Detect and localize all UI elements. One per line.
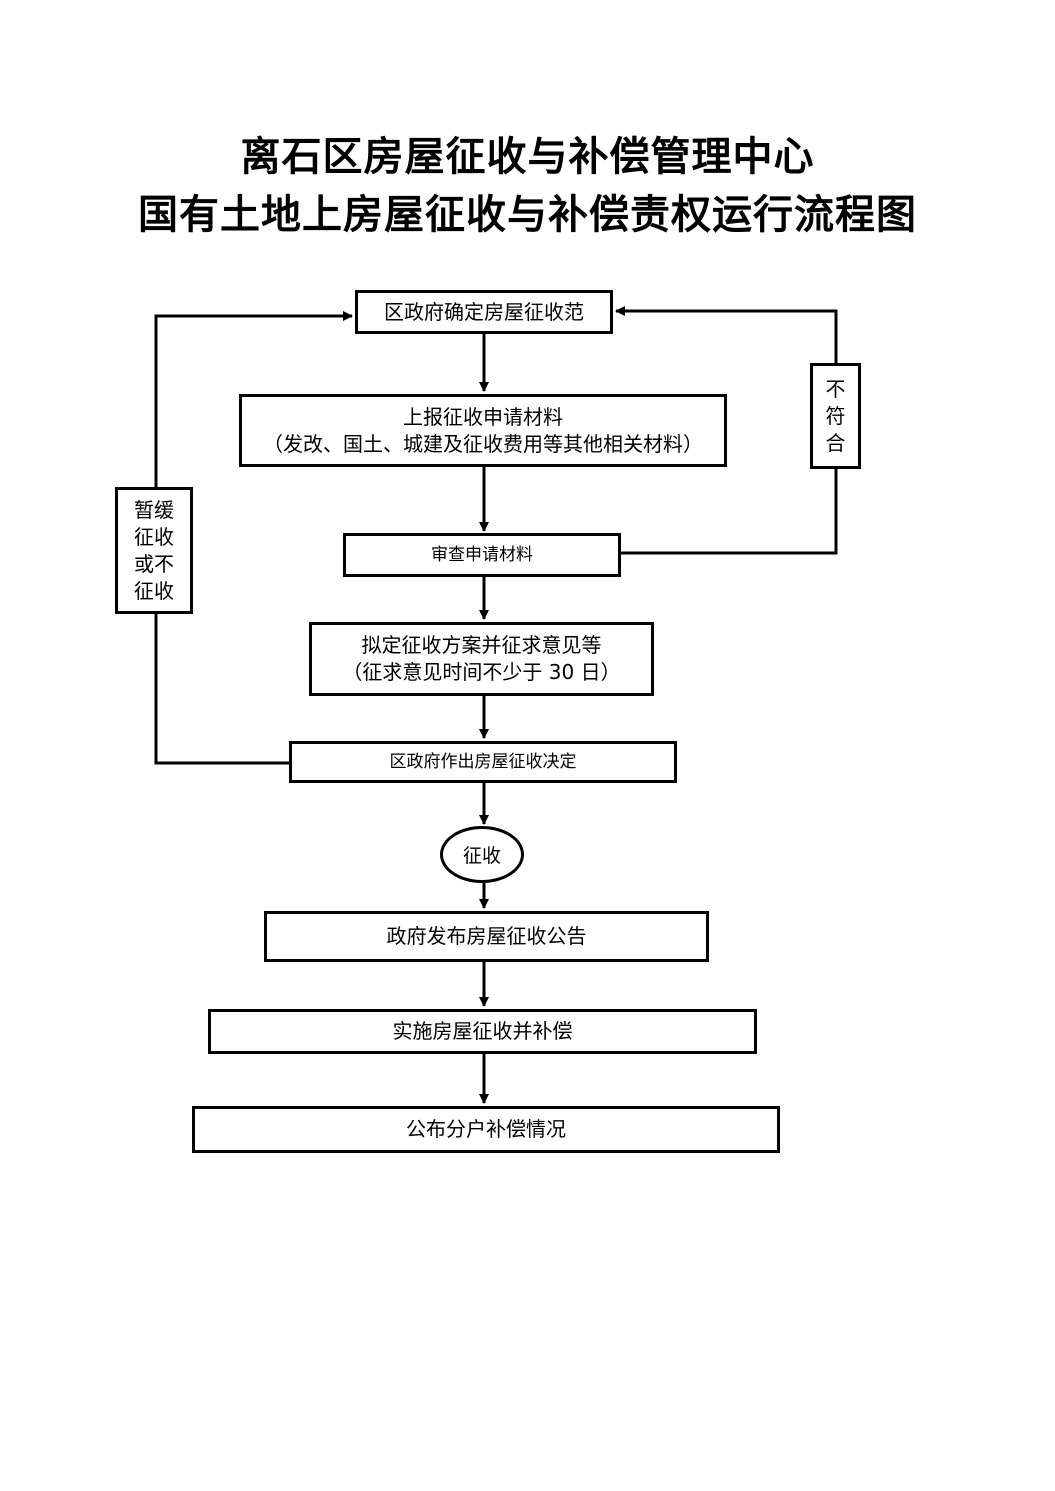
step-draft-plan: 拟定征收方案并征求意见等 （征求意见时间不少于 30 日）: [309, 622, 654, 696]
step-publish-notice: 政府发布房屋征收公告: [264, 911, 709, 962]
document-title-line-1: 离石区房屋征收与补偿管理中心: [240, 134, 815, 180]
step-submit-materials-detail: （发改、国土、城建及征收费用等其他相关材料）: [263, 431, 703, 456]
node-expropriate-label: 征收: [462, 845, 501, 867]
step-submit-materials-label: 上报征收申请材料: [403, 404, 563, 429]
step-publish-compensation: 公布分户补偿情况: [192, 1106, 780, 1153]
step-publish-compensation-label: 公布分户补偿情况: [406, 1117, 566, 1141]
step-submit-materials: 上报征收申请材料 （发改、国土、城建及征收费用等其他相关材料）: [239, 394, 727, 467]
step-implement-label: 实施房屋征收并补偿: [392, 1019, 573, 1043]
step-publish-notice-label: 政府发布房屋征收公告: [386, 924, 587, 948]
step-draft-plan-detail: （征求意见时间不少于 30 日）: [342, 660, 621, 684]
document-title-line-2: 国有土地上房屋征收与补偿责权运行流程图: [138, 192, 917, 238]
label-suspend: 暂缓 征收 或不 征收: [115, 487, 193, 614]
step-determine-scope: 区政府确定房屋征收范: [355, 290, 613, 334]
label-not-compliant-text: 不 符 合: [825, 376, 846, 455]
step-make-decision: 区政府作出房屋征收决定: [289, 741, 677, 783]
step-implement: 实施房屋征收并补偿: [208, 1009, 757, 1054]
step-draft-plan-label: 拟定征收方案并征求意见等: [361, 633, 602, 657]
step-determine-scope-label: 区政府确定房屋征收范: [384, 299, 584, 324]
step-make-decision-label: 区政府作出房屋征收决定: [389, 751, 577, 772]
step-review-materials: 审查申请材料: [343, 533, 621, 577]
label-not-compliant: 不 符 合: [810, 363, 861, 469]
label-suspend-text: 暂缓 征收 或不 征收: [134, 497, 174, 603]
node-expropriate: 征收: [440, 826, 524, 883]
step-review-materials-label: 审查申请材料: [431, 544, 533, 565]
